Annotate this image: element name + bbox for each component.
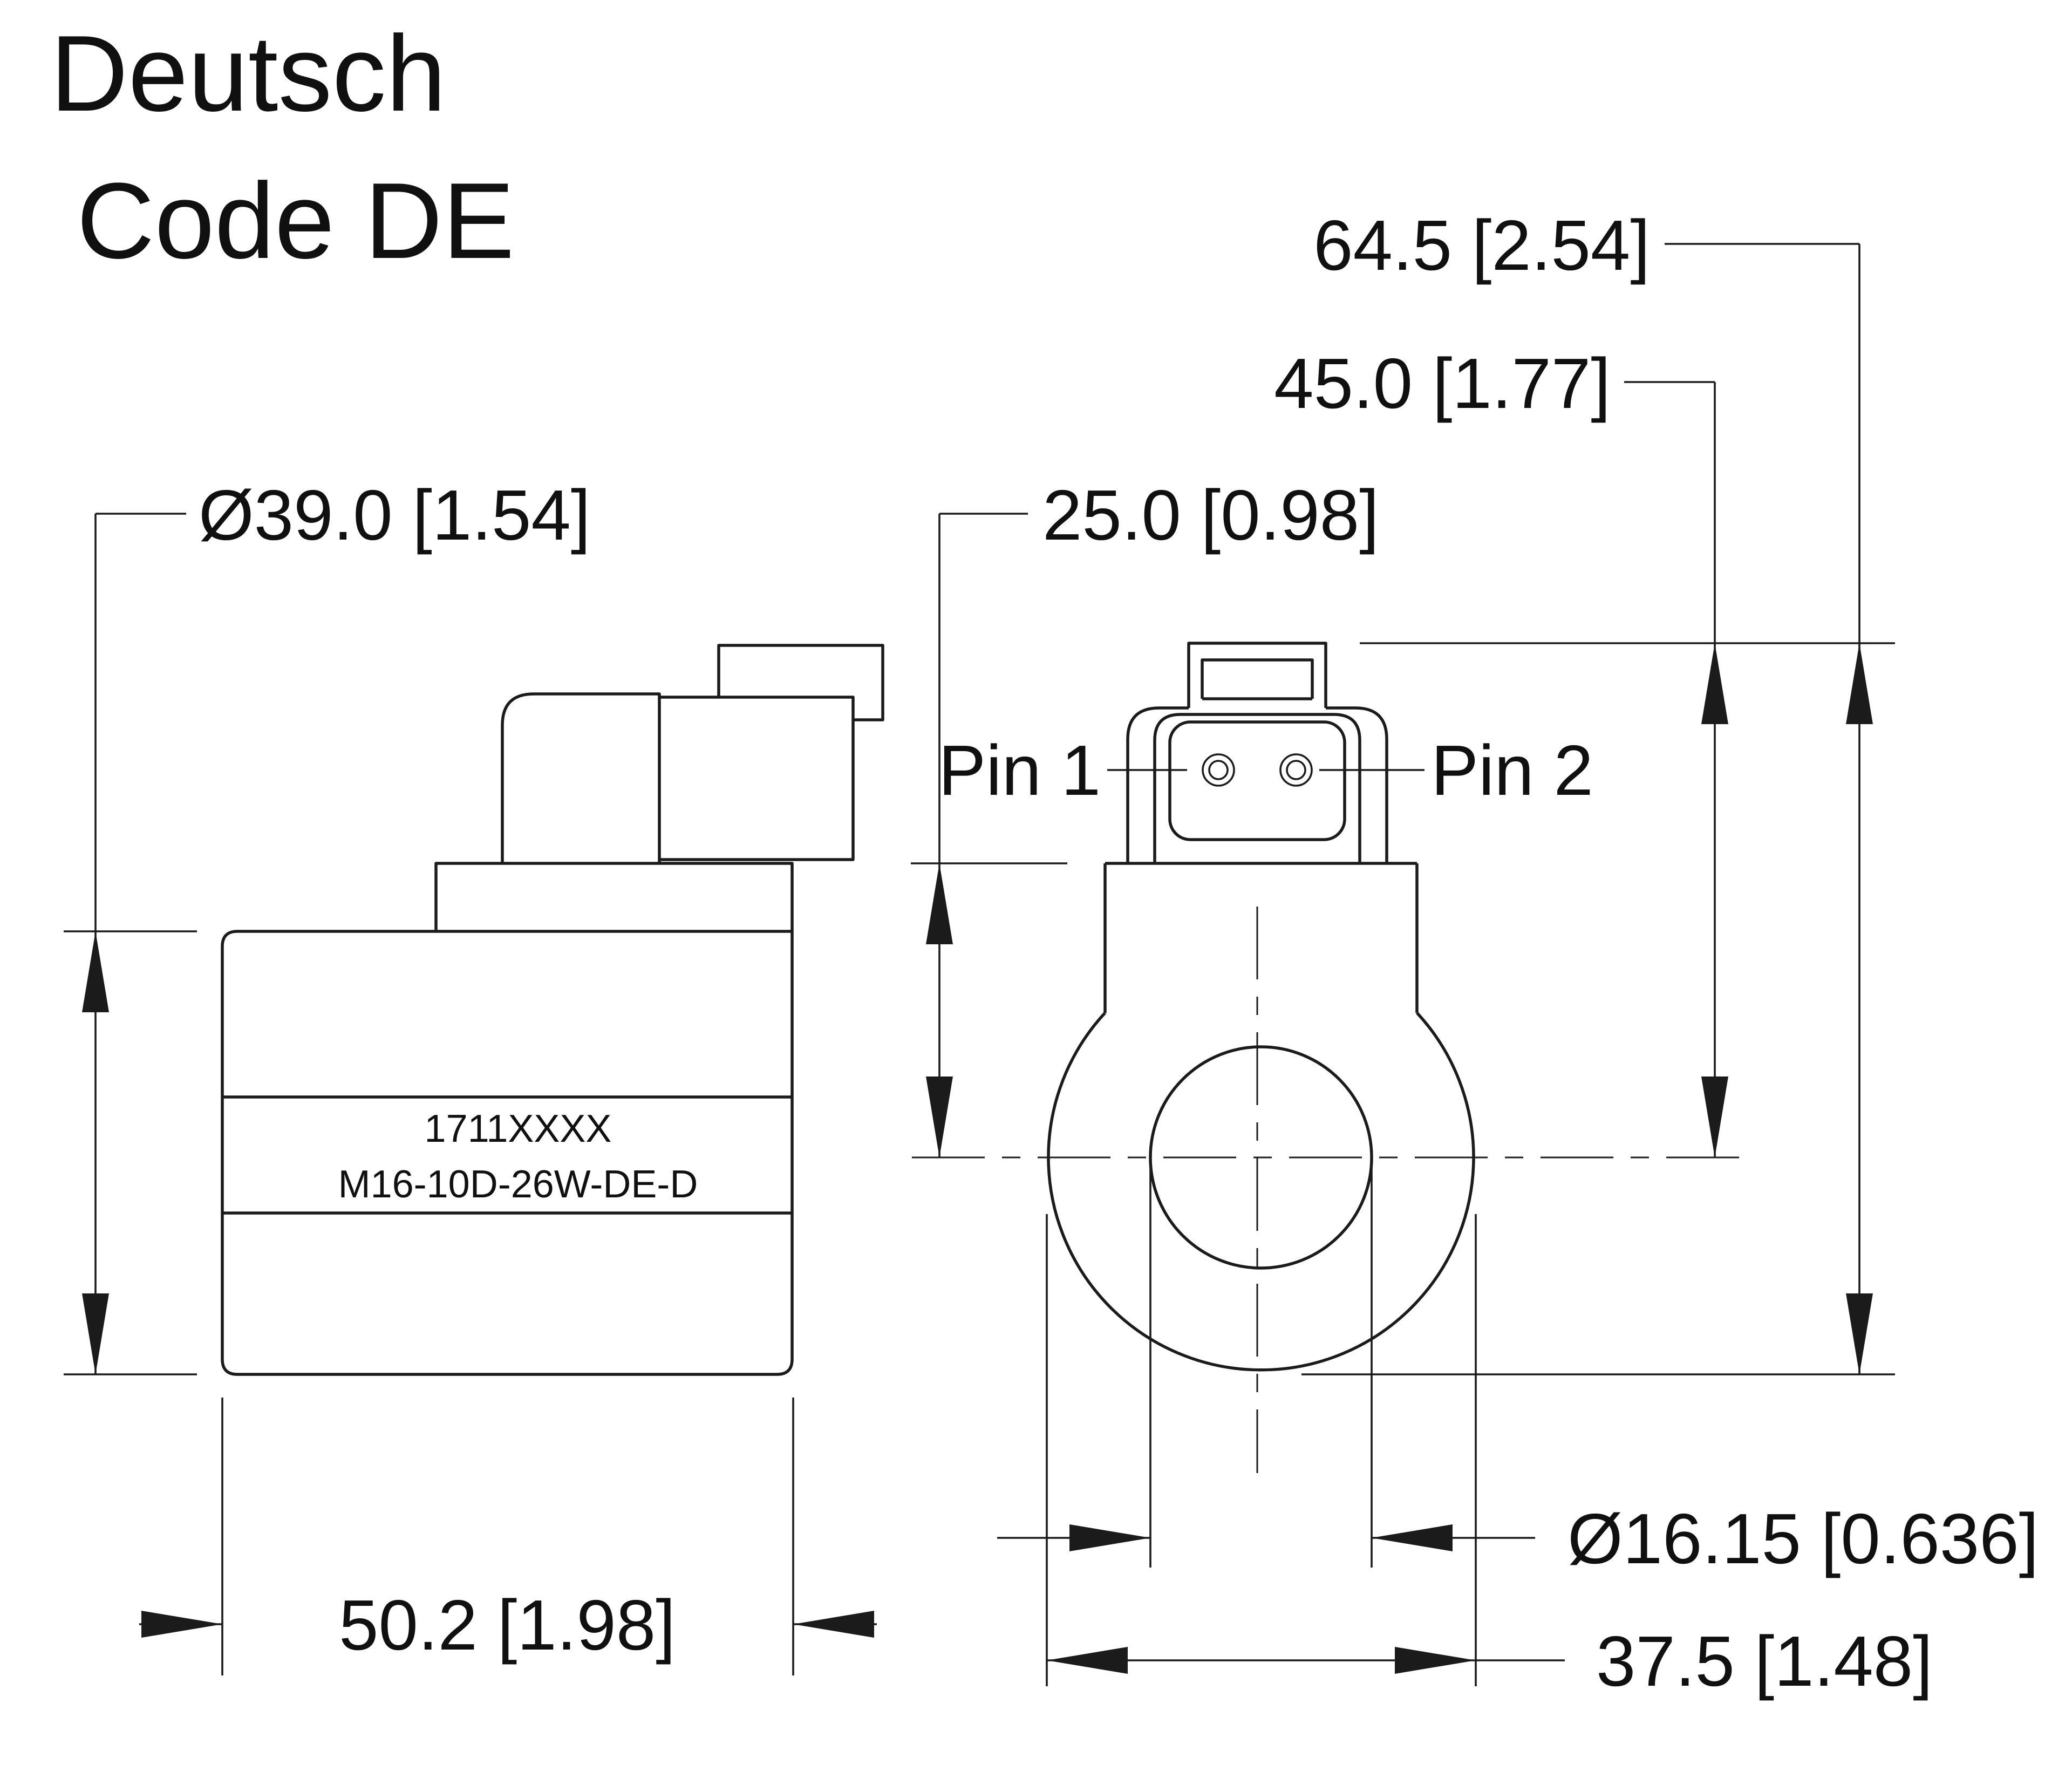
arrowhead-up	[926, 863, 953, 944]
pin-1-label: Pin 1	[938, 731, 1101, 810]
arrowhead-left	[1372, 1524, 1453, 1551]
latch-tab-inner	[1201, 658, 1314, 699]
coil-body-outline	[221, 930, 794, 1376]
dim-bore-diameter: Ø16.15 [0.636]	[997, 1163, 2039, 1578]
connector-shell-mid	[1153, 713, 1361, 863]
dim-overall-height: 64.5 [2.54]	[1301, 206, 1895, 1375]
dim-coil-diameter: Ø39.0 [1.54]	[64, 475, 591, 1375]
dim-coil-diameter-label: Ø39.0 [1.54]	[199, 475, 591, 555]
dim-overall-height-label: 64.5 [2.54]	[1313, 206, 1650, 285]
pin-1-outer-circle	[1202, 753, 1235, 787]
connector-receptacle-side	[659, 696, 855, 861]
pin-1	[1202, 753, 1235, 787]
dimensions: Ø39.0 [1.54] 50.2 [1.98] 64.5 [2.54]	[64, 206, 2039, 1701]
arrowhead-down	[926, 1077, 953, 1157]
pin-2-outer-circle	[1279, 753, 1313, 787]
pin-2	[1279, 753, 1313, 787]
arrowhead-up	[1846, 643, 1873, 724]
dim-bore-diameter-label: Ø16.15 [0.636]	[1567, 1499, 2039, 1578]
arrowhead-down	[1846, 1293, 1873, 1374]
coil-drum-outline	[1047, 1012, 1475, 1372]
front-view: Pin 1 Pin 2	[912, 642, 1750, 1473]
connector-cavity	[1168, 720, 1346, 841]
dim-coil-length-label: 50.2 [1.98]	[339, 1585, 676, 1665]
arrowhead-right	[1069, 1524, 1150, 1551]
arrowhead-right	[1395, 1647, 1476, 1674]
arrowhead-left	[1047, 1647, 1128, 1674]
pin-2-inner-circle	[1286, 760, 1306, 780]
dim-coil-width: 37.5 [1.48]	[1046, 1214, 1933, 1701]
connector-column-side	[501, 692, 661, 863]
mounting-flange-side	[434, 862, 794, 931]
dim-coil-width-label: 37.5 [1.48]	[1596, 1622, 1933, 1701]
dim-connector-to-axis-label: 25.0 [0.98]	[1042, 475, 1379, 555]
arrowhead-up	[82, 931, 109, 1012]
title-line-1: Deutsch	[50, 13, 446, 134]
dim-height-tab-to-axis: 45.0 [1.77]	[1274, 344, 1728, 1157]
connector-latch-side	[717, 644, 884, 721]
model-code: M16-10D-26W-DE-D	[338, 1163, 698, 1206]
title-block: Deutsch Code DE	[50, 13, 515, 281]
dim-height-tab-to-axis-label: 45.0 [1.77]	[1274, 344, 1611, 423]
arrowhead-down	[1701, 1077, 1728, 1157]
pin-1-inner-circle	[1208, 760, 1229, 780]
title-line-2: Code DE	[77, 161, 515, 281]
arrowhead-up	[1701, 643, 1728, 724]
dim-coil-length: 50.2 [1.98]	[139, 1398, 877, 1675]
pin-2-label: Pin 2	[1431, 731, 1593, 810]
arrowhead-right	[141, 1611, 222, 1638]
side-view: 1711XXXX M16-10D-26W-DE-D	[221, 644, 884, 1376]
arrowhead-left	[793, 1611, 874, 1638]
arrowhead-down	[82, 1293, 109, 1374]
connector-shell-outer	[1126, 706, 1388, 863]
dim-connector-to-axis: 25.0 [0.98]	[911, 475, 1379, 1157]
armature-bore-circle	[1149, 1045, 1373, 1270]
latch-tab-outer	[1187, 642, 1327, 708]
part-number: 1711XXXX	[425, 1107, 612, 1150]
